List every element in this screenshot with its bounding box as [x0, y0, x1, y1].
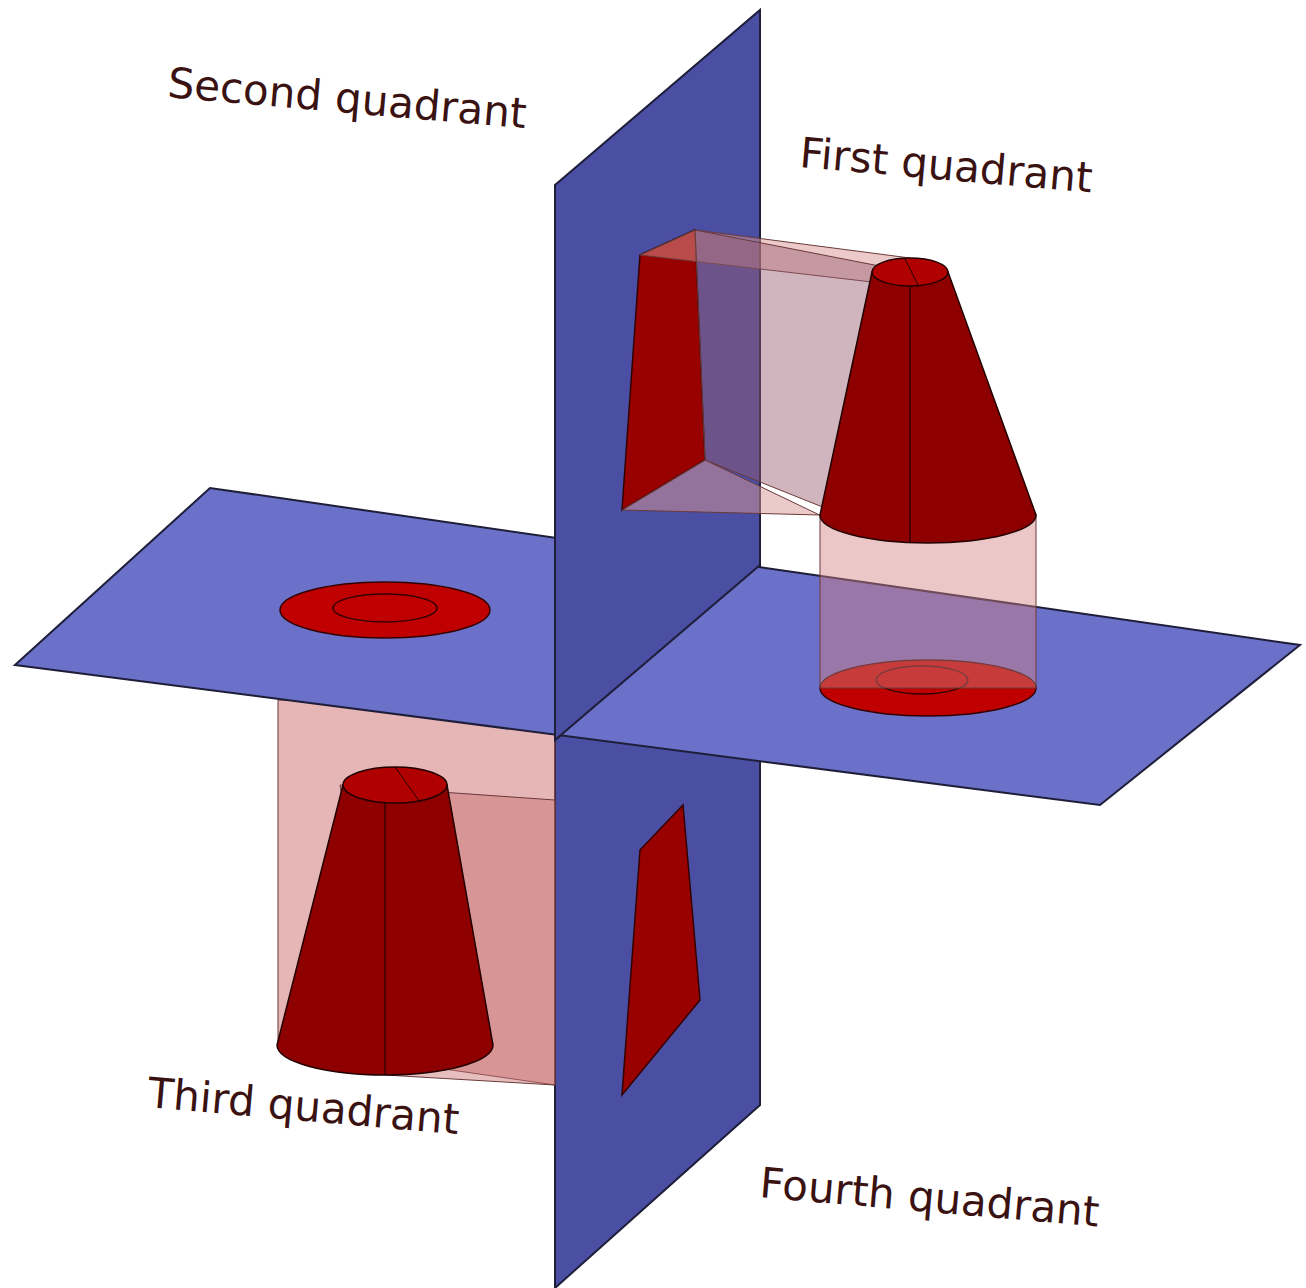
first-frustum-edge [909, 286, 910, 543]
quadrant-label: Second quadrant [166, 60, 528, 137]
third-projector-box [278, 700, 555, 1085]
fourth-projection [622, 805, 700, 1095]
first-top-line [905, 259, 918, 285]
second-projection [280, 582, 490, 638]
first-frustum [820, 272, 1036, 543]
third-frustum [277, 785, 493, 1075]
third-frustum-edge [384, 803, 385, 1075]
quadrant-label: Fourth quadrant [758, 1160, 1101, 1236]
second-projection-inner [333, 594, 437, 622]
quadrant-label: Third quadrant [146, 1070, 461, 1143]
quadrant-label: First quadrant [798, 130, 1094, 202]
first-frustum-top [872, 258, 948, 286]
third-top-line [395, 767, 420, 802]
third-frustum-top [343, 767, 447, 803]
